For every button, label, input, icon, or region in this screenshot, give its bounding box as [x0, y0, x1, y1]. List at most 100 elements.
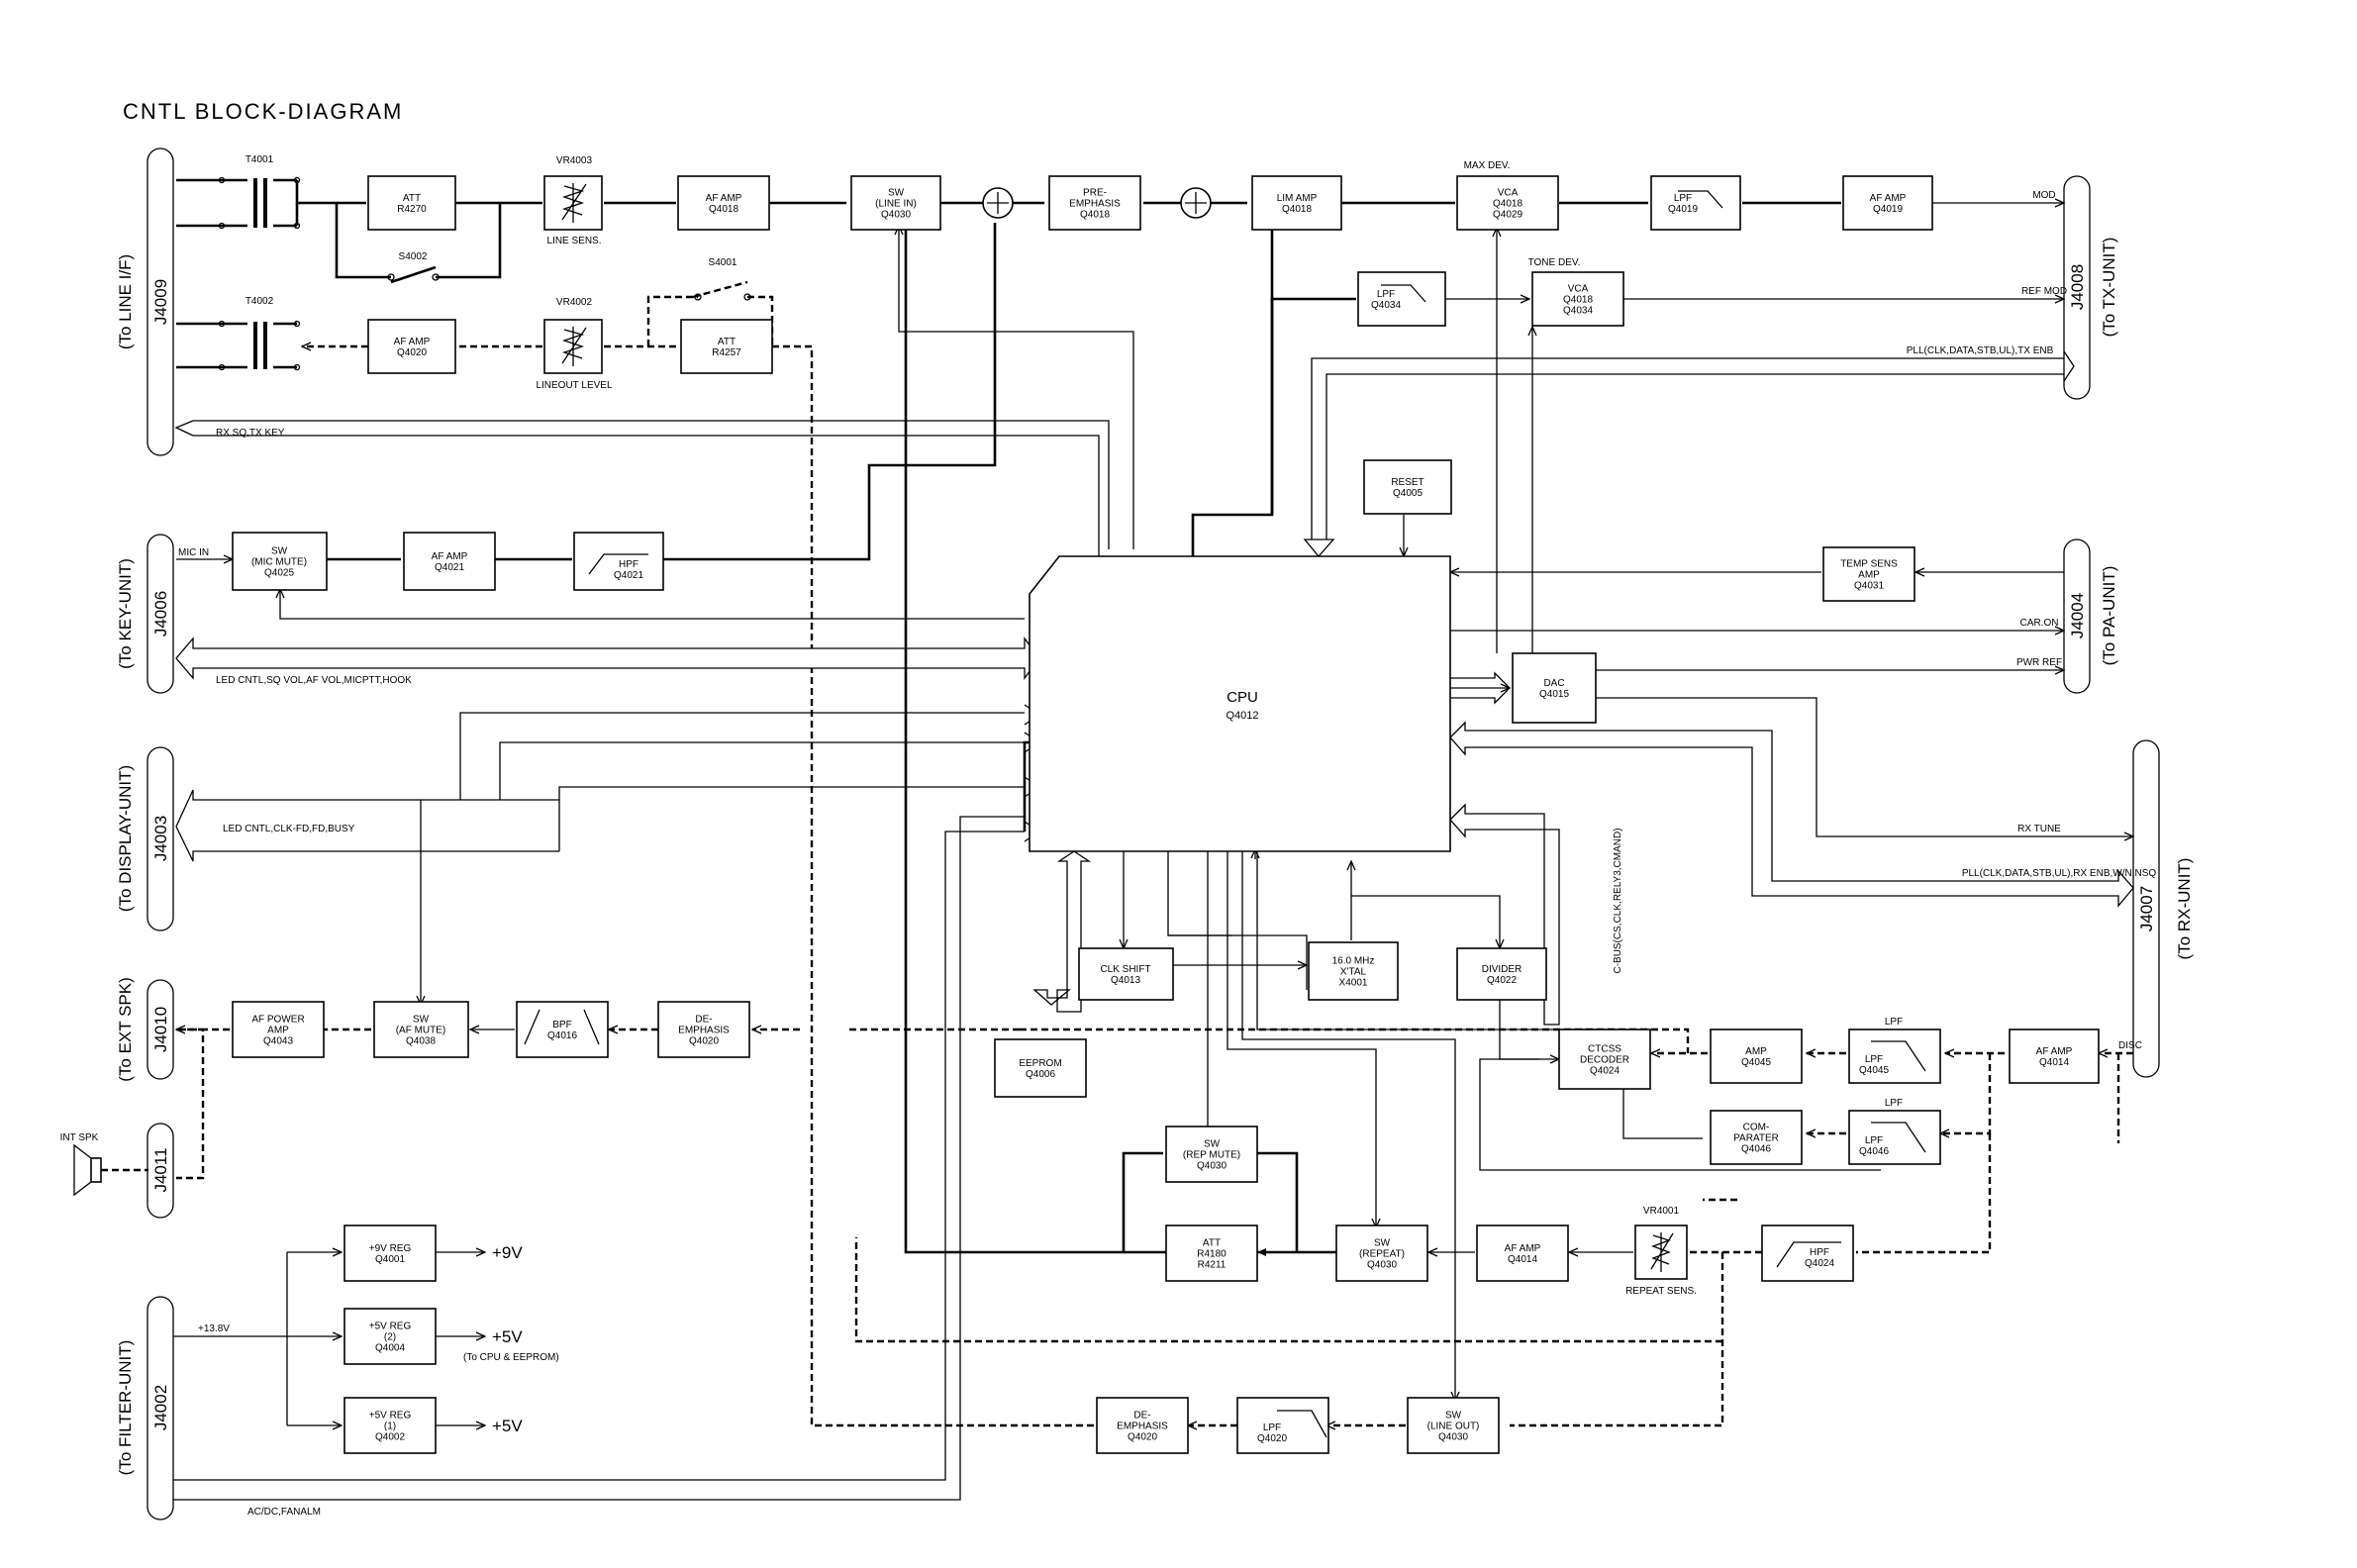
- connector-j4003-id: J4003: [151, 816, 170, 861]
- connector-j4010-id: J4010: [151, 1007, 170, 1052]
- reg-5v2-label-line: (2): [384, 1332, 396, 1343]
- line-sens-label: LINE SENS.: [546, 236, 601, 246]
- ref-mod-label: REF MOD: [2021, 286, 2067, 297]
- de-emphasis-b-label-line: DE-: [1133, 1411, 1150, 1421]
- out-5v-b-label: +5V: [492, 1417, 523, 1435]
- pll-tx-label: PLL(CLK,DATA,STB,UL),TX ENB: [1907, 345, 2054, 356]
- af-amp-q4018a-label-line: AF AMP: [706, 193, 742, 204]
- clk-shift-label-line: Q4013: [1111, 975, 1140, 986]
- connector-j4011-id: J4011: [151, 1147, 170, 1192]
- disc-label: DISC: [2118, 1040, 2142, 1051]
- temp-sens-label-line: TEMP SENS: [1840, 559, 1898, 570]
- transformer-t4001: T4001: [176, 154, 301, 230]
- att-r4270-label-line: ATT: [403, 193, 421, 204]
- vca-tone-label-line: VCA: [1568, 284, 1589, 295]
- sw-repeat-label-line: SW: [1374, 1238, 1391, 1249]
- led-disp-label: LED CNTL,CLK-FD,FD,BUSY: [223, 824, 355, 834]
- sw-mic-mute-label-line: (MIC MUTE): [251, 557, 307, 568]
- sw-af-mute-block: [373, 1001, 469, 1058]
- sw-repeat-block: [1335, 1225, 1428, 1282]
- lpf-a-label: LPF: [1885, 1017, 1903, 1028]
- de-emphasis-b-label-line: EMPHASIS: [1117, 1421, 1168, 1432]
- af-power-amp-label-line: AF POWER: [251, 1015, 304, 1026]
- hpf-q4024-label-line: Q4024: [1805, 1258, 1834, 1269]
- lpf-q4020-block: [1236, 1397, 1329, 1454]
- reg-5v2-label-line: +5V REG: [369, 1322, 412, 1332]
- reg-9v-block: [344, 1225, 437, 1282]
- sw-repeat-label: SW(REPEAT)Q4030: [1359, 1238, 1405, 1271]
- af-amp-q4019-block: [1842, 175, 1933, 231]
- xtal-block: [1308, 941, 1399, 1001]
- af-amp-q4014-rx-block: [2009, 1029, 2100, 1084]
- sw-line-in-block: [850, 175, 941, 231]
- att-r4257-label-line: ATT: [718, 337, 736, 347]
- sw-mic-mute-label-line: Q4025: [264, 568, 294, 579]
- lpf-q4019-label-line: Q4019: [1668, 204, 1698, 215]
- af-amp-q4019-label-line: Q4019: [1873, 204, 1903, 215]
- hpf-q4024-block: [1761, 1225, 1854, 1282]
- vca-main-label-line: VCA: [1498, 188, 1519, 199]
- connector-j4007-dest: (To RX-UNIT): [2175, 858, 2194, 960]
- dac-label-line: DAC: [1543, 678, 1564, 689]
- hpf-q4021-label-line: HPF: [619, 559, 638, 570]
- wiring: [173, 180, 2133, 1501]
- connector-j4008-id: J4008: [2068, 264, 2087, 310]
- pre-emphasis-label-line: Q4018: [1080, 210, 1110, 221]
- de-emphasis-b-block: [1096, 1397, 1189, 1454]
- lpf-q4045-label-line: Q4045: [1859, 1065, 1889, 1076]
- lim-amp-label-line: Q4018: [1282, 204, 1312, 215]
- eeprom-label-line: Q4006: [1026, 1069, 1055, 1080]
- reg-5v1-label-line: +5V REG: [369, 1411, 412, 1421]
- to-cpu-label: (To CPU & EEPROM): [463, 1352, 559, 1363]
- connector-j4009-id: J4009: [151, 279, 170, 325]
- pre-emphasis-label-line: EMPHASIS: [1069, 199, 1121, 210]
- sw-line-out-block: [1407, 1397, 1500, 1454]
- lpf-q4045-block: [1848, 1029, 1941, 1084]
- xtal-label-line: 16.0 MHz: [1332, 956, 1375, 967]
- amp-q4045-label-line: Q4045: [1741, 1057, 1771, 1068]
- af-amp-q4021-label-line: AF AMP: [432, 551, 468, 562]
- reg-5v1-label-line: Q4002: [375, 1432, 405, 1443]
- cpu-block: [1029, 555, 1451, 852]
- reg-9v-label-line: Q4001: [375, 1254, 405, 1265]
- mic-in-label: MIC IN: [178, 547, 209, 558]
- summing-junction-1: [982, 187, 1014, 219]
- af-amp-q4020-label-line: Q4020: [397, 347, 427, 358]
- connector-j4010: J4010 (To EXT SPK): [116, 977, 174, 1082]
- sw-mic-mute-label: SW(MIC MUTE)Q4025: [251, 546, 307, 579]
- af-power-amp-label-line: AMP: [267, 1026, 289, 1036]
- t4002-label: T4002: [246, 296, 274, 307]
- de-emphasis-a-label-line: Q4020: [689, 1036, 719, 1047]
- s4001-label: S4001: [709, 257, 737, 268]
- de-emphasis-a-block: [657, 1001, 750, 1058]
- sw-af-mute-label-line: SW: [413, 1015, 430, 1026]
- int-spk-label: INT SPK: [60, 1132, 99, 1143]
- vca-main-label-line: Q4029: [1493, 210, 1522, 221]
- lpf-q4020-label-line: Q4020: [1257, 1433, 1287, 1444]
- comparater-label-line: PARATER: [1733, 1133, 1779, 1144]
- reg-5v2-label-line: Q4004: [375, 1343, 405, 1354]
- bpf-label-line: Q4016: [547, 1030, 577, 1041]
- reg-5v1-block: [344, 1397, 437, 1454]
- s4002-label: S4002: [399, 251, 428, 262]
- att-r4270-block: [367, 175, 456, 231]
- lpf-q4020-label-line: LPF: [1263, 1422, 1281, 1433]
- af-amp-q4018-block: [677, 175, 770, 231]
- temp-sens-block: [1822, 546, 1915, 602]
- de-emphasis-a-label-line: EMPHASIS: [678, 1026, 730, 1036]
- sw-mic-mute-block: [232, 532, 328, 591]
- sw-line-in-label: SW(LINE IN)Q4030: [875, 188, 917, 221]
- potentiometer-vr4003: VR4003 LINE SENS.: [543, 155, 603, 246]
